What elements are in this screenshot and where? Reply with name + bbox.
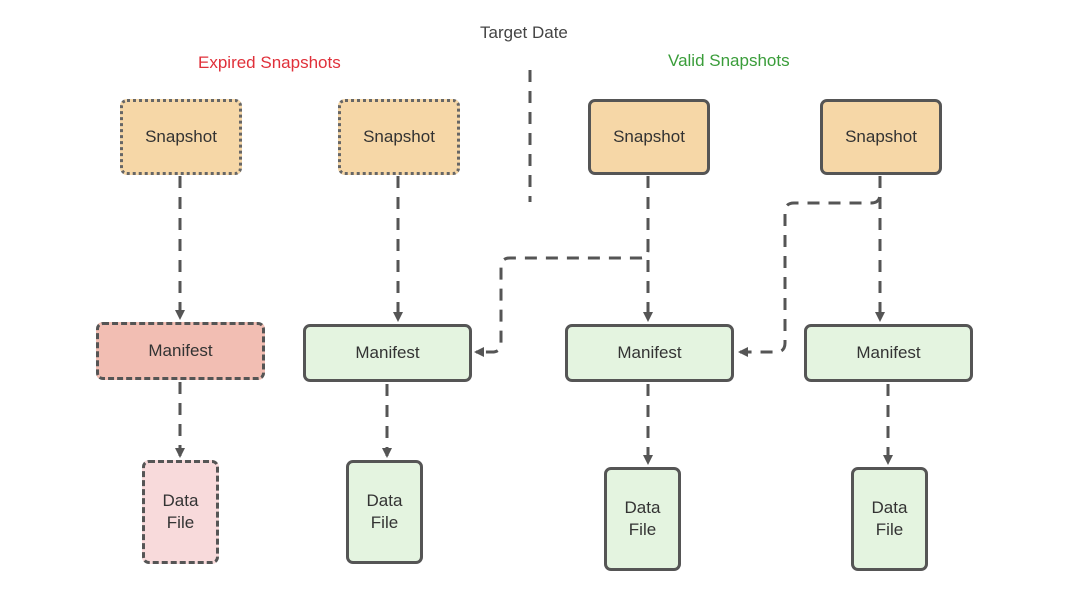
manifest-valid-1: Manifest <box>303 324 472 382</box>
manifest-label: Manifest <box>856 342 921 362</box>
snapshot-expired-2: Snapshot <box>338 99 460 175</box>
data-file-label-line1: Data <box>162 490 199 510</box>
data-file-label-line2: File <box>628 520 657 539</box>
snapshot-label: Snapshot <box>613 126 685 146</box>
connector-snapshot4-manifest3 <box>738 176 882 357</box>
valid-snapshots-label: Valid Snapshots <box>668 51 790 70</box>
data-file-label-line1: Data <box>624 497 661 517</box>
data-file-label-line1: Data <box>366 490 403 510</box>
expired-snapshots-label: Expired Snapshots <box>198 53 341 72</box>
manifest-label: Manifest <box>617 342 682 362</box>
manifest-label: Manifest <box>355 342 420 362</box>
snapshot-label: Snapshot <box>363 126 435 146</box>
data-file-label-line1: Data <box>871 497 908 517</box>
target-date-label: Target Date <box>480 23 568 42</box>
data-file-valid-1: Data File <box>346 460 423 564</box>
data-file-label-line2: File <box>166 513 195 532</box>
data-file-valid-3: Data File <box>851 467 928 571</box>
snapshot-valid-2: Snapshot <box>820 99 942 175</box>
snapshot-label: Snapshot <box>845 126 917 146</box>
snapshot-expired-1: Snapshot <box>120 99 242 175</box>
manifest-valid-2: Manifest <box>565 324 734 382</box>
data-file-expired: Data File <box>142 460 219 564</box>
manifest-valid-3: Manifest <box>804 324 973 382</box>
snapshot-valid-1: Snapshot <box>588 99 710 175</box>
data-file-valid-2: Data File <box>604 467 681 571</box>
manifest-expired: Manifest <box>96 322 265 380</box>
snapshot-label: Snapshot <box>145 126 217 146</box>
data-file-label-line2: File <box>370 513 399 532</box>
manifest-label: Manifest <box>148 340 213 360</box>
data-file-label-line2: File <box>875 520 904 539</box>
